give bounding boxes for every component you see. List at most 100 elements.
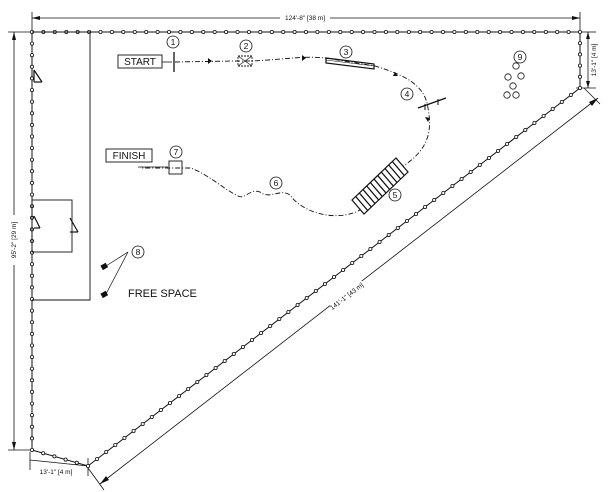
fence-post — [341, 267, 346, 272]
dimension-bottom-label: 13'-1" [4 m] — [40, 469, 73, 476]
marker-2: 2 — [239, 39, 253, 53]
fence-post — [29, 378, 34, 383]
fence-post — [149, 414, 154, 419]
bridge-rung — [355, 196, 369, 211]
fence-post — [578, 29, 583, 34]
fence-post — [109, 29, 114, 34]
fence-post — [477, 162, 482, 167]
obstacle-3-plank — [325, 57, 375, 70]
fence-post — [578, 41, 583, 46]
fence-post — [520, 29, 525, 34]
marker-3: 3 — [339, 45, 353, 59]
fence-post — [29, 331, 34, 336]
fence-post — [29, 180, 34, 185]
marker-5: 5 — [388, 188, 402, 202]
fence-post — [29, 64, 34, 69]
fence-post — [140, 421, 145, 426]
fence-post — [204, 372, 209, 377]
fence-post — [350, 260, 355, 265]
bridge-rung — [377, 175, 391, 190]
svg-text:5: 5 — [393, 190, 398, 200]
fence-post — [121, 29, 126, 34]
fence-post — [459, 176, 464, 181]
fence-post — [486, 155, 491, 160]
fence-post — [29, 53, 34, 58]
gate-icon-lower — [69, 217, 79, 233]
fence-post — [268, 323, 273, 328]
fence-post — [29, 308, 34, 313]
fence-post — [29, 389, 34, 394]
fence-post — [29, 88, 34, 93]
fence-post — [155, 29, 160, 34]
fence-post — [189, 29, 194, 34]
free-space-label: FREE SPACE — [128, 288, 197, 300]
bridge-rung — [366, 185, 380, 201]
fence-post — [349, 29, 354, 34]
bridge-rung — [380, 171, 394, 187]
fence-post — [131, 428, 136, 433]
fence-post — [509, 29, 514, 34]
start-label: START — [117, 54, 172, 69]
fence-post — [486, 29, 491, 34]
fence-post — [514, 134, 519, 139]
fence-post — [550, 107, 555, 112]
fence-post — [195, 379, 200, 384]
fence-post — [423, 204, 428, 209]
fence-post — [395, 225, 400, 230]
dimension-right: 13'-1" [4 m] — [576, 31, 598, 89]
obstacle-8-markers — [100, 251, 129, 299]
fence-post — [286, 309, 291, 314]
fence-post — [326, 29, 331, 34]
fence-post — [104, 449, 109, 454]
fence-post — [418, 29, 423, 34]
fence-post — [568, 93, 573, 98]
fence-post — [29, 355, 34, 360]
fence-post — [372, 29, 377, 34]
fence-post — [406, 29, 411, 34]
marker-4: 4 — [400, 87, 414, 101]
fence-post — [29, 169, 34, 174]
fence-post — [222, 358, 227, 363]
fence-post — [235, 29, 240, 34]
fence-post — [29, 262, 34, 267]
bridge-rungs — [355, 161, 405, 211]
fence-post — [338, 29, 343, 34]
dimension-left-label: 95'-2" [29 m] — [11, 222, 18, 259]
bridge-rung — [384, 168, 398, 183]
fence-post — [63, 457, 68, 462]
fence-post — [29, 122, 34, 127]
fence-post — [258, 29, 263, 34]
bridge-rung — [369, 182, 383, 197]
fence-post — [413, 211, 418, 216]
obstacle-9-cones — [503, 62, 525, 99]
fence-post — [269, 29, 274, 34]
marker-7: 7 — [169, 145, 183, 159]
fence-post — [231, 351, 236, 356]
fence-post — [450, 183, 455, 188]
fence-post — [404, 218, 409, 223]
fence-post — [41, 451, 46, 456]
marker-8: 8 — [131, 245, 145, 259]
marker-6: 6 — [269, 176, 283, 190]
fence-post — [368, 246, 373, 251]
fence-post — [29, 343, 34, 348]
fence-post — [212, 29, 217, 34]
svg-text:START: START — [124, 57, 156, 68]
fence-post — [240, 344, 245, 349]
fence-post — [29, 134, 34, 139]
dimension-top: 124'-8" [38 m] — [31, 12, 581, 30]
fence-post — [559, 100, 564, 105]
fence-post — [74, 460, 79, 465]
side-pen — [31, 31, 91, 301]
fence-post — [29, 99, 34, 104]
fence-post — [495, 148, 500, 153]
fence-post — [432, 197, 437, 202]
fence-post — [29, 76, 34, 81]
fence-post — [86, 463, 91, 468]
course-path — [140, 55, 430, 217]
fence-post — [29, 157, 34, 162]
fence-post — [144, 29, 149, 34]
svg-text:3: 3 — [344, 47, 349, 57]
bridge-rung — [362, 189, 376, 204]
